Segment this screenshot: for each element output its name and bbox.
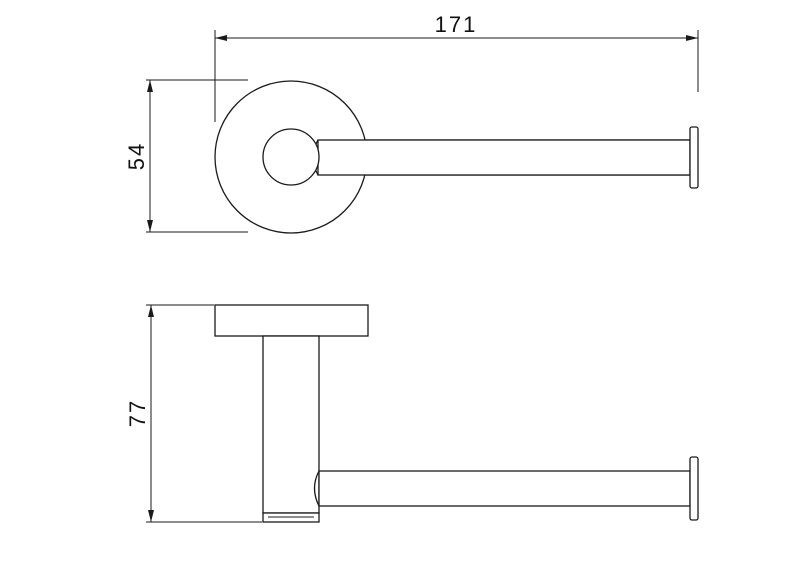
arm-joint-curve	[313, 470, 320, 507]
side-view: 77	[125, 304, 699, 523]
arrow-bottom	[148, 510, 154, 522]
post-body	[262, 335, 320, 514]
end-cap	[689, 126, 699, 189]
dimension-label-length: 171	[435, 12, 478, 37]
dimension-label-depth: 77	[125, 399, 150, 427]
arrow-top	[148, 305, 154, 317]
arm-body	[317, 139, 691, 176]
dimension-total-depth: 77	[125, 304, 262, 523]
post-circle	[262, 128, 320, 186]
holder-side-profile	[214, 304, 699, 523]
dimension-label-diameter: 54	[124, 142, 149, 170]
arrow-top	[147, 80, 153, 92]
top-view: 171 54	[124, 12, 699, 234]
arm-body	[318, 470, 691, 507]
arrow-left	[215, 35, 227, 41]
holder-top-profile	[214, 80, 699, 234]
dimension-rosette-diameter: 54	[124, 79, 248, 233]
dimension-total-length: 171	[214, 12, 699, 122]
arrow-bottom	[147, 220, 153, 232]
wall-plate	[214, 304, 369, 337]
arrow-right	[686, 35, 698, 41]
end-cap	[689, 456, 699, 521]
